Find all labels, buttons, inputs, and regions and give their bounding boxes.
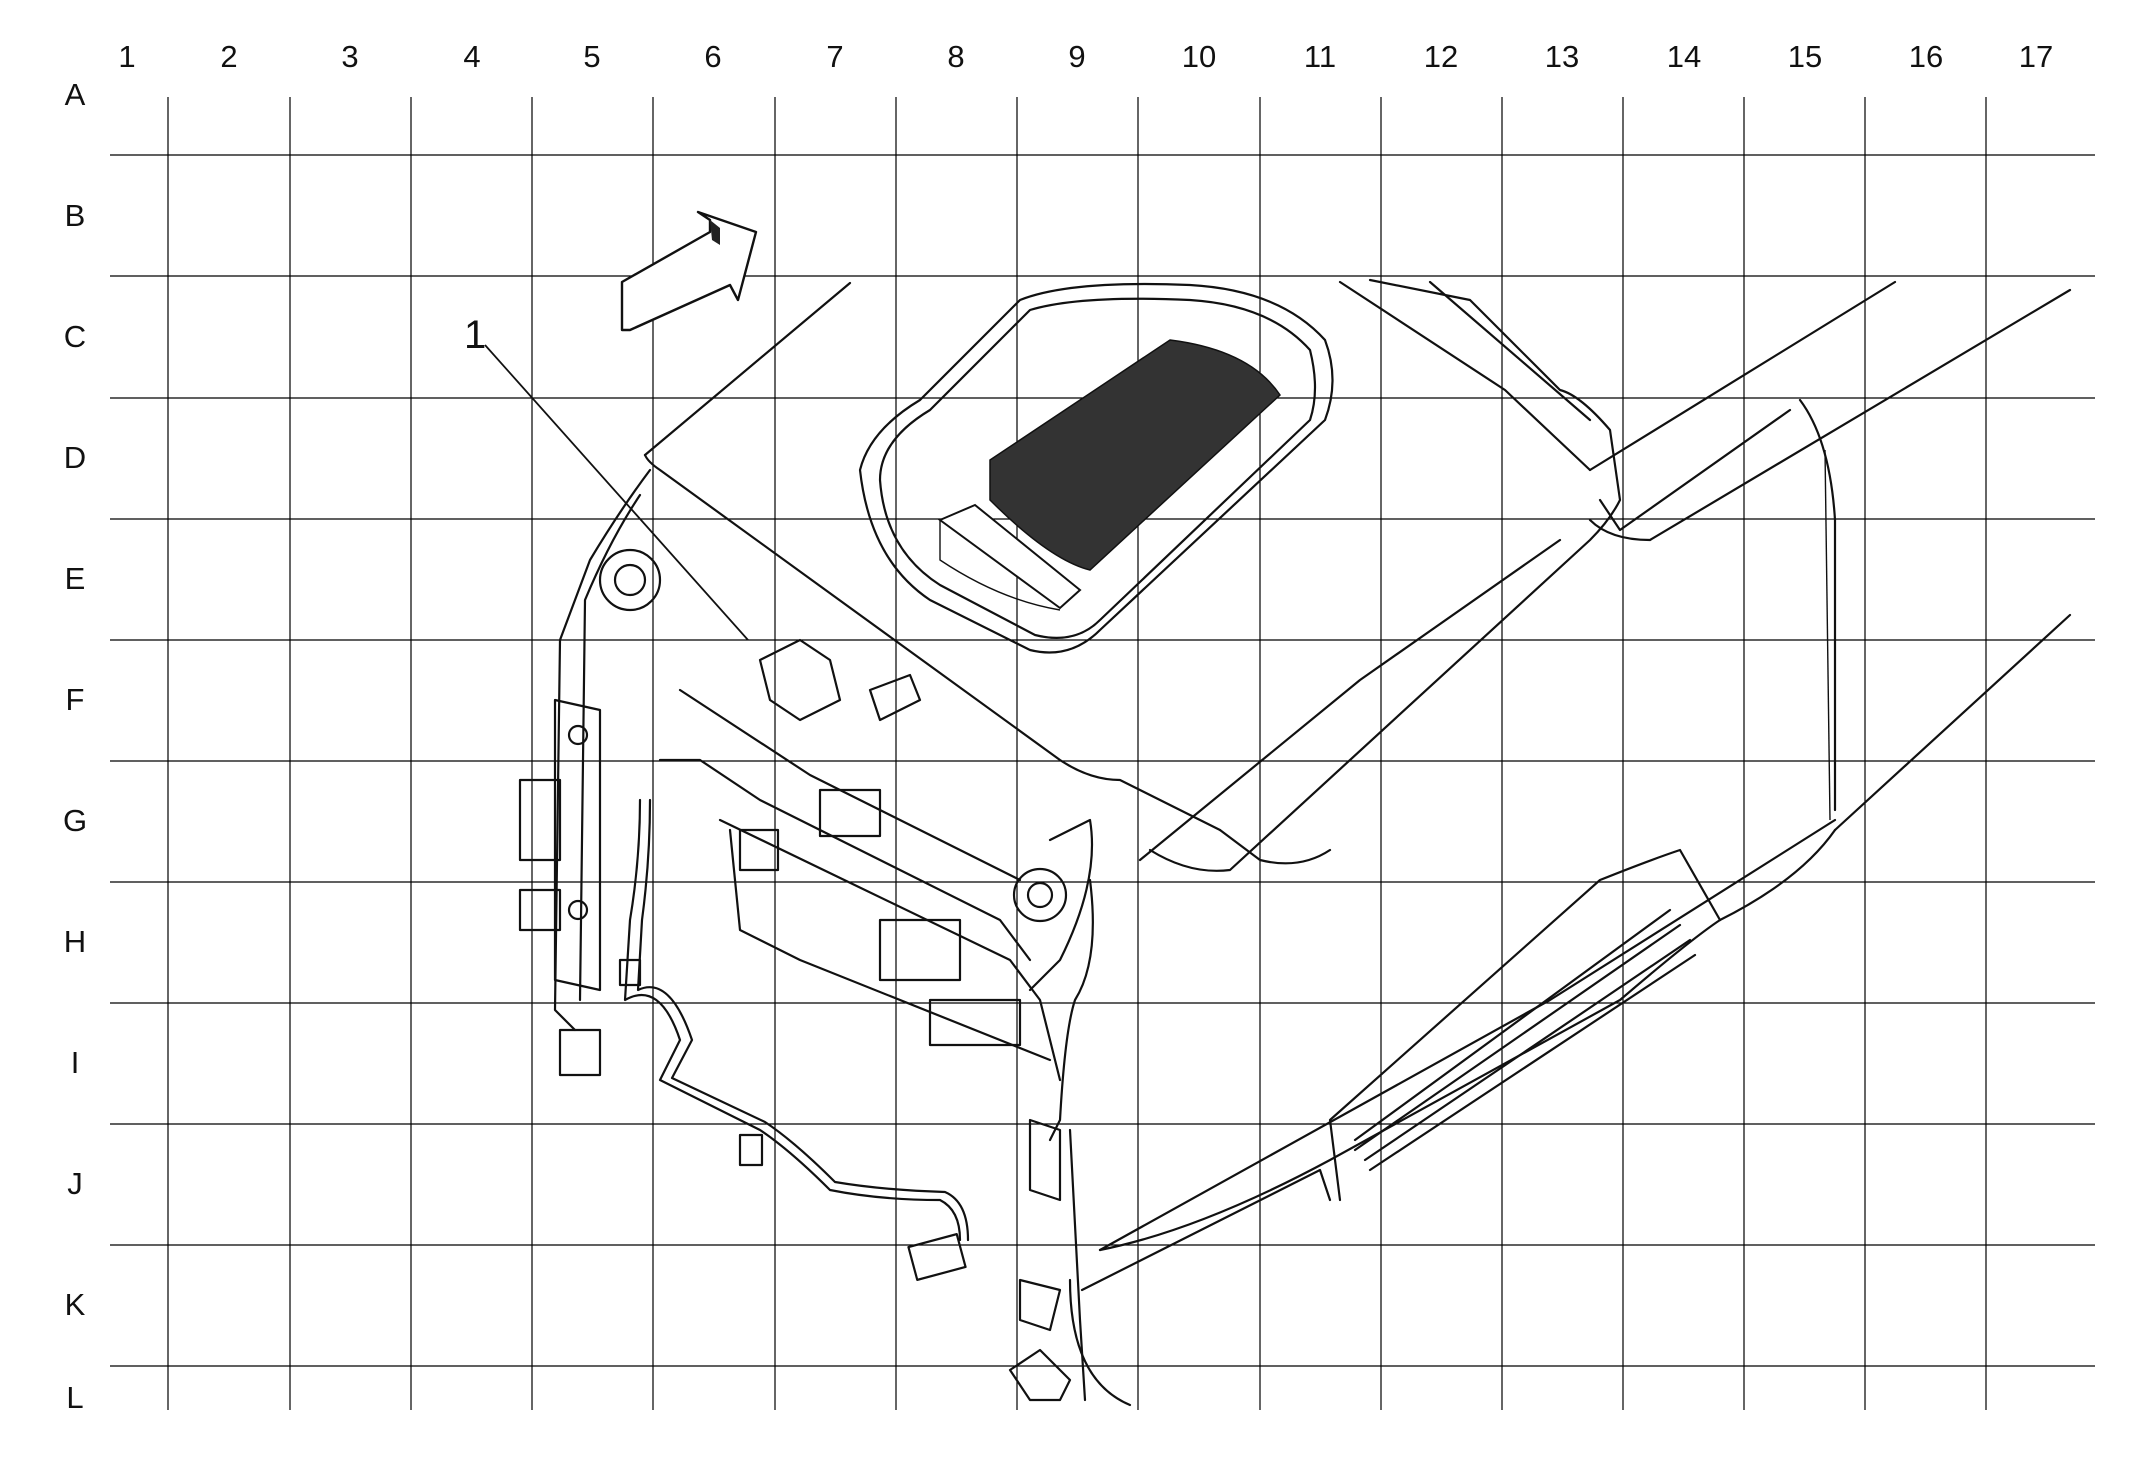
column-label: 11 xyxy=(1304,39,1336,74)
column-label: 16 xyxy=(1909,39,1943,74)
row-label: G xyxy=(63,803,87,838)
row-label: K xyxy=(65,1287,86,1322)
row-label: E xyxy=(65,561,86,596)
callout-1: 1 xyxy=(464,313,749,641)
column-label: 2 xyxy=(220,39,237,74)
row-label: L xyxy=(66,1380,83,1415)
column-label: 6 xyxy=(704,39,721,74)
wiring-harness xyxy=(558,798,970,1281)
console-housing xyxy=(643,278,2072,1407)
column-label: 15 xyxy=(1788,39,1822,74)
column-label: 3 xyxy=(341,39,358,74)
front-lower-panel xyxy=(1008,878,1094,1402)
column-label: 5 xyxy=(583,39,600,74)
column-label: 7 xyxy=(826,39,843,74)
column-label: 17 xyxy=(2019,39,2053,74)
column-label: 14 xyxy=(1667,39,1701,74)
mechanism-assembly xyxy=(518,468,1094,1082)
row-label: J xyxy=(67,1166,83,1201)
column-label: 1 xyxy=(118,39,135,74)
row-labels: A B C D E F G H I J K L xyxy=(63,77,87,1415)
callout-label: 1 xyxy=(464,313,486,357)
row-label: B xyxy=(65,198,86,233)
column-labels: 1 2 3 4 5 6 7 8 9 10 11 12 13 14 15 16 1… xyxy=(118,39,2053,74)
column-label: 12 xyxy=(1424,39,1458,74)
row-label: I xyxy=(71,1045,80,1080)
column-label: 9 xyxy=(1068,39,1085,74)
row-label: D xyxy=(64,440,86,475)
row-label: C xyxy=(64,319,86,354)
row-label: A xyxy=(65,77,86,112)
column-label: 13 xyxy=(1545,39,1579,74)
row-label: F xyxy=(66,682,85,717)
forward-arrow-icon xyxy=(620,210,758,332)
column-label: 4 xyxy=(463,39,480,74)
row-label: H xyxy=(64,924,86,959)
column-label: 10 xyxy=(1182,39,1216,74)
column-label: 8 xyxy=(947,39,964,74)
reference-grid xyxy=(110,97,2095,1410)
side-vent xyxy=(1353,908,1697,1172)
